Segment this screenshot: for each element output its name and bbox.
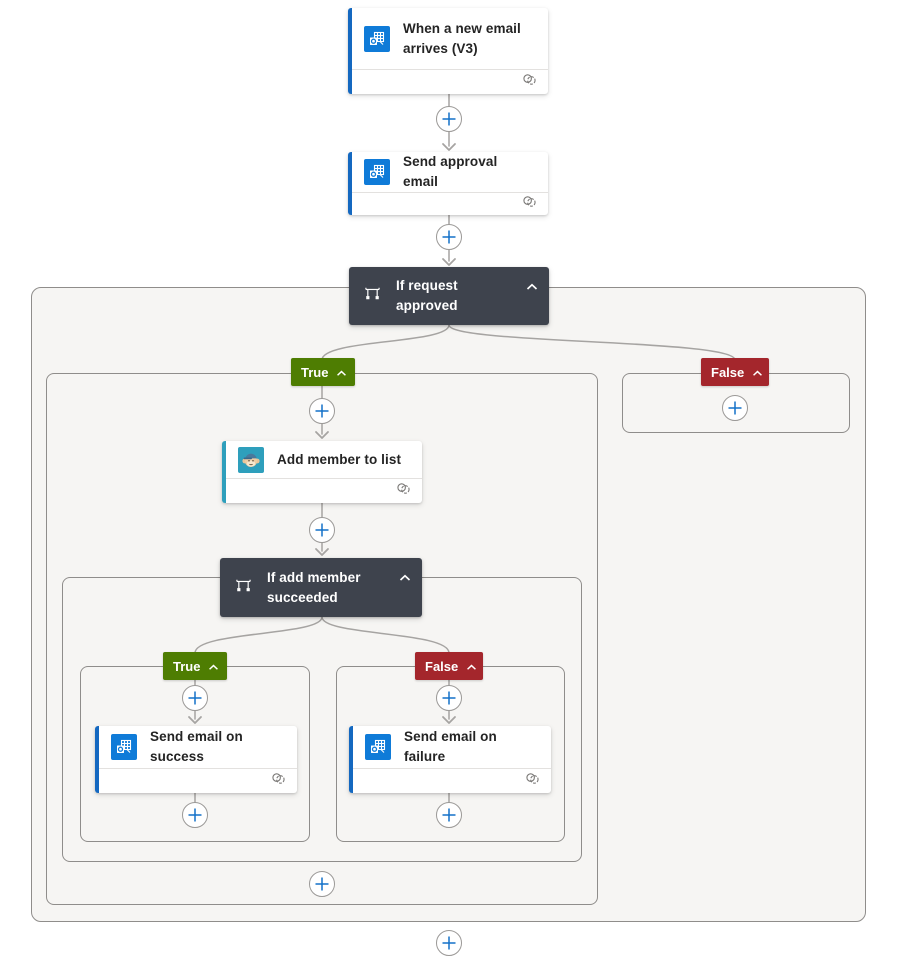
- outlook-icon: [111, 734, 137, 760]
- mailchimp-icon: [238, 446, 264, 473]
- card-accent: [222, 441, 226, 503]
- branch-badge-false-outer[interactable]: False: [701, 358, 769, 386]
- card-footer: [348, 69, 548, 94]
- card-header: Send email on success: [95, 726, 297, 768]
- connection-rings-icon: [521, 195, 538, 213]
- branch-badge-true-inner[interactable]: True: [163, 652, 227, 680]
- add-action-after-failure-button[interactable]: [436, 802, 462, 828]
- badge-label: True: [173, 658, 201, 674]
- card-accent: [349, 726, 353, 793]
- card-header: Add member to list: [222, 441, 422, 478]
- condition-icon: [364, 285, 381, 307]
- outlook-icon: [364, 25, 390, 52]
- card-footer: [348, 192, 548, 215]
- connection-rings-icon: [270, 772, 287, 790]
- card-footer: [95, 768, 297, 793]
- chevron-up-icon[interactable]: [208, 659, 219, 674]
- card-title: Send approval email: [403, 154, 498, 189]
- action-card-add-member-to-list[interactable]: Add member to list: [222, 441, 422, 503]
- badge-label: False: [711, 364, 745, 380]
- card-header: Send email on failure: [349, 726, 551, 768]
- add-action-end-of-flow-button[interactable]: [436, 930, 462, 956]
- condition-card-if-request-approved[interactable]: If request approved: [349, 267, 549, 325]
- card-footer: [349, 768, 551, 793]
- card-accent: [348, 8, 352, 94]
- insert-step-true-inner-top-button[interactable]: [182, 685, 208, 711]
- condition-title: If request approved: [396, 278, 458, 313]
- chevron-up-icon[interactable]: [752, 365, 763, 380]
- add-action-true-outer-bottom-button[interactable]: [309, 871, 335, 897]
- connection-rings-icon: [395, 482, 412, 500]
- card-accent: [348, 152, 352, 215]
- branch-badge-true-outer[interactable]: True: [291, 358, 355, 386]
- add-action-false-outer-button[interactable]: [722, 395, 748, 421]
- condition-title: If add member succeeded: [267, 569, 361, 605]
- badge-label: True: [301, 364, 329, 380]
- chevron-up-icon[interactable]: [466, 659, 477, 674]
- insert-step-true-outer-top-button[interactable]: [309, 398, 335, 424]
- insert-step-after-trigger-button[interactable]: [436, 106, 462, 132]
- chevron-up-icon[interactable]: [336, 365, 347, 380]
- badge-label: False: [425, 658, 459, 674]
- action-card-send-approval-email[interactable]: Send approval email: [348, 152, 548, 215]
- action-card-send-email-on-success[interactable]: Send email on success: [95, 726, 297, 793]
- card-title: Add member to list: [277, 451, 402, 467]
- insert-step-after-approval-button[interactable]: [436, 224, 462, 250]
- card-footer: [222, 478, 422, 503]
- card-accent: [95, 726, 99, 793]
- card-title: Send email on success: [150, 729, 243, 764]
- connection-rings-icon: [521, 73, 538, 91]
- chevron-up-icon[interactable]: [526, 278, 538, 296]
- insert-step-after-add-member-button[interactable]: [309, 517, 335, 543]
- trigger-card-when-new-email-arrives[interactable]: When a new email arrives (V3): [348, 8, 548, 94]
- action-card-send-email-on-failure[interactable]: Send email on failure: [349, 726, 551, 793]
- condition-icon: [235, 577, 252, 599]
- card-title: When a new email arrives (V3): [403, 20, 521, 56]
- card-title: Send email on failure: [404, 729, 497, 764]
- chevron-up-icon[interactable]: [399, 569, 411, 587]
- branch-badge-false-inner[interactable]: False: [415, 652, 483, 680]
- add-action-after-success-button[interactable]: [182, 802, 208, 828]
- card-header: Send approval email: [348, 152, 548, 192]
- outlook-icon: [364, 159, 390, 185]
- card-header: When a new email arrives (V3): [348, 8, 548, 69]
- outlook-icon: [365, 734, 391, 760]
- connection-rings-icon: [524, 772, 541, 790]
- insert-step-false-inner-top-button[interactable]: [436, 685, 462, 711]
- condition-card-if-add-member-succeeded[interactable]: If add member succeeded: [220, 558, 422, 617]
